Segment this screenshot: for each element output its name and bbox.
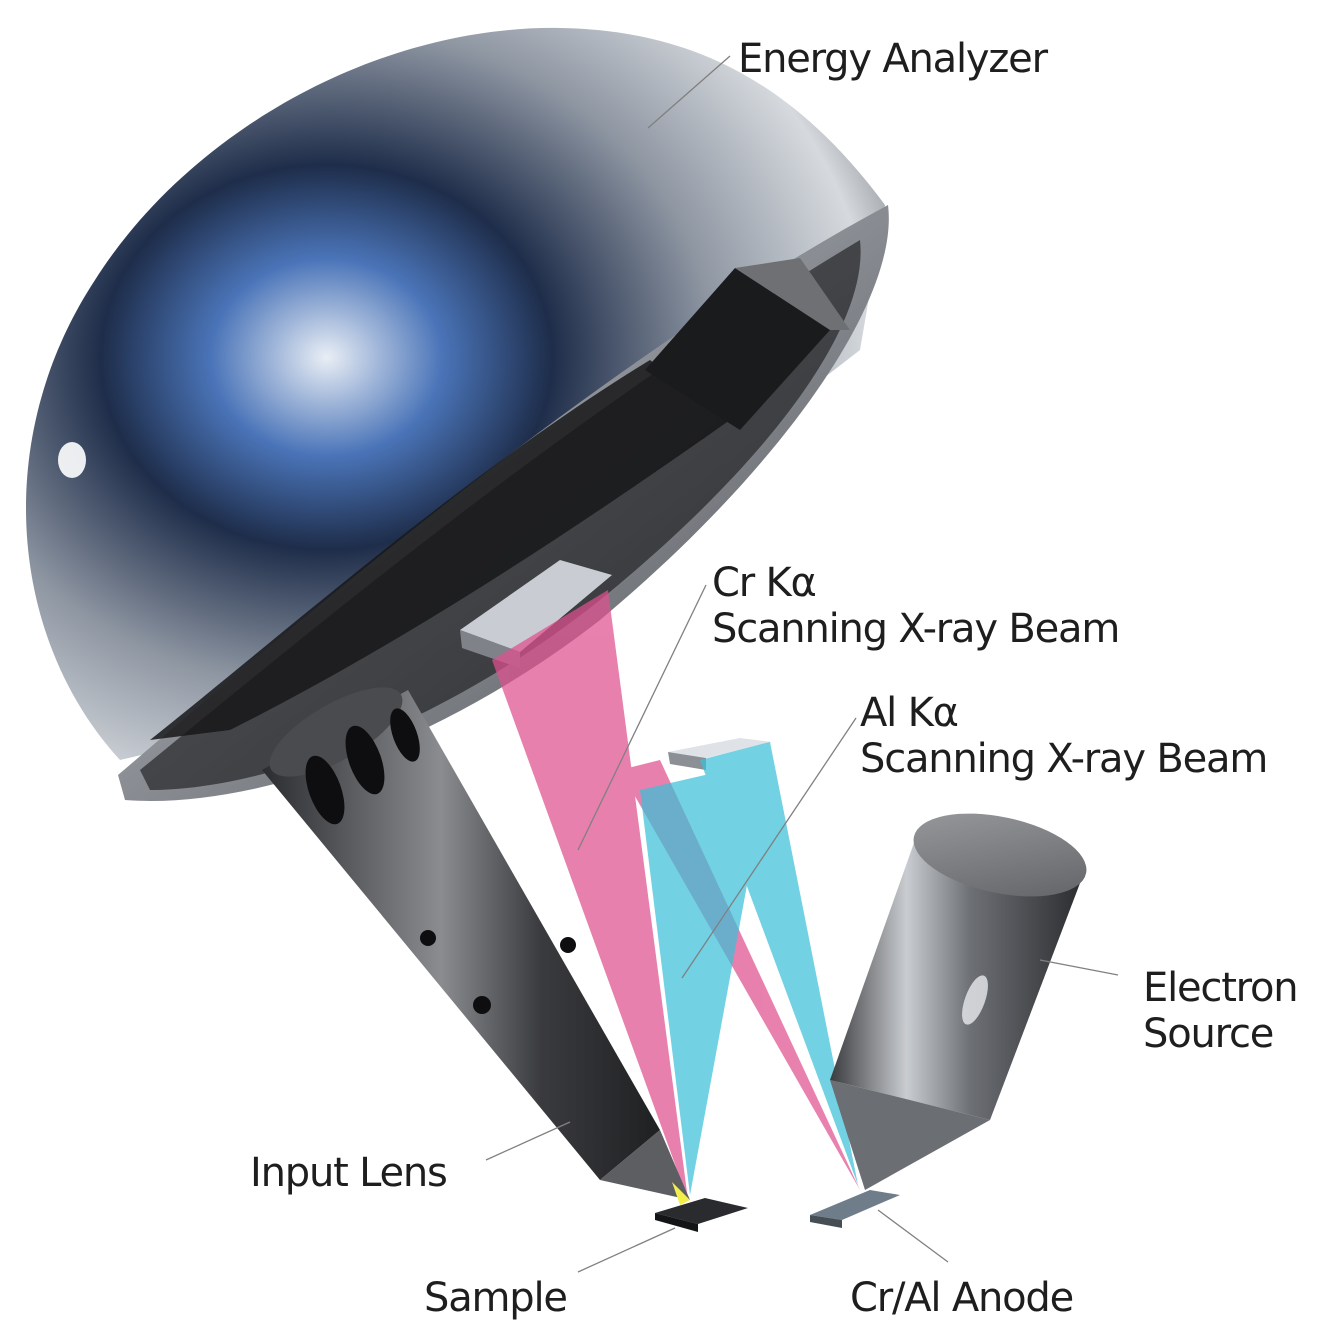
sample-plate [655, 1198, 748, 1232]
label-al-ka-beam-line1: Al Kα [860, 690, 959, 736]
cr-al-anode-plate [810, 1190, 900, 1228]
electron-source-cylinder [830, 813, 1087, 1190]
leader-cr-beam [577, 584, 707, 851]
leader-input-lens [485, 1121, 571, 1161]
label-input-lens: Input Lens [250, 1150, 448, 1196]
label-electron-source-line2: Source [1143, 1011, 1274, 1057]
label-energy-analyzer: Energy Analyzer [738, 36, 1048, 82]
input-lens-column [262, 687, 690, 1205]
label-electron-source: Electron Source [1143, 965, 1299, 1057]
label-electron-source-line1: Electron [1143, 965, 1299, 1011]
label-cr-al-anode: Cr/Al Anode [850, 1275, 1074, 1321]
leader-electron-source [1039, 959, 1119, 976]
label-cr-ka-beam-line1: Cr Kα [712, 560, 817, 606]
monochromator-crystal-al [668, 738, 772, 770]
label-al-ka-beam: Al Kα Scanning X-ray Beam [860, 690, 1268, 782]
label-al-ka-beam-line2: Scanning X-ray Beam [860, 736, 1268, 782]
label-sample: Sample [424, 1275, 568, 1321]
label-cr-al-anode-text: Cr/Al Anode [850, 1275, 1074, 1321]
leader-lines [485, 55, 1119, 1273]
leader-energy-analyzer [647, 55, 731, 129]
label-cr-ka-beam-line2: Scanning X-ray Beam [712, 606, 1120, 652]
al-ka-xray-beam [640, 742, 858, 1195]
energy-analyzer-hemisphere [25, 27, 889, 802]
label-energy-analyzer-text: Energy Analyzer [738, 36, 1048, 82]
leader-anode [877, 1209, 949, 1263]
label-cr-ka-beam: Cr Kα Scanning X-ray Beam [712, 560, 1120, 652]
leader-al-beam [681, 717, 857, 979]
label-sample-text: Sample [424, 1275, 568, 1321]
leader-sample [577, 1227, 676, 1273]
label-input-lens-text: Input Lens [250, 1150, 448, 1196]
